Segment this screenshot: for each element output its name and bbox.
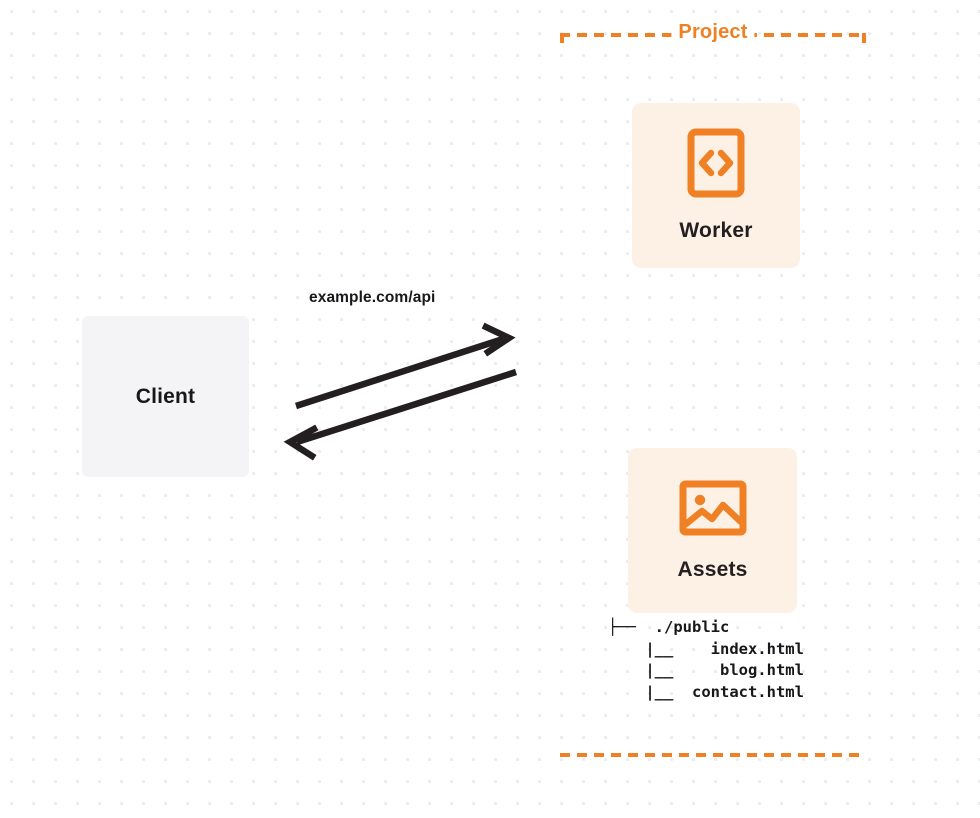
client-label: Client bbox=[135, 384, 196, 408]
assets-card-label: Assets bbox=[677, 558, 748, 581]
response-arrow-icon bbox=[283, 368, 517, 461]
client-node: Client bbox=[82, 316, 249, 477]
project-title: Project bbox=[671, 21, 755, 44]
project-border-right bbox=[862, 33, 866, 757]
assets-card: Assets bbox=[628, 448, 797, 613]
project-border-bottom bbox=[560, 753, 866, 757]
project-border-left bbox=[560, 33, 564, 757]
assets-file-tree: ├── ./public |__ index.html |__ blog.htm… bbox=[608, 617, 804, 703]
project-container: Project bbox=[560, 21, 866, 757]
worker-card-label: Worker bbox=[679, 219, 753, 242]
connection-label: example.com/api bbox=[309, 289, 436, 306]
image-icon bbox=[679, 479, 747, 542]
request-arrow-icon bbox=[294, 322, 516, 410]
file-tree-content: ├── ./public |__ index.html |__ blog.htm… bbox=[608, 618, 804, 701]
worker-card: Worker bbox=[632, 103, 800, 268]
code-brackets-icon bbox=[687, 128, 745, 203]
